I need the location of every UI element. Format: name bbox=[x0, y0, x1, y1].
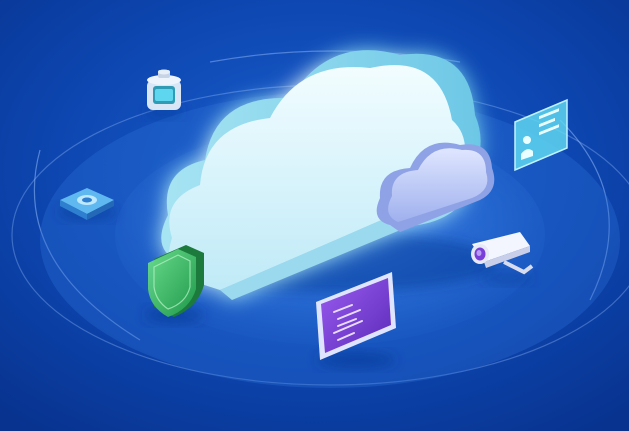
shield-icon bbox=[144, 245, 204, 323]
router-icon bbox=[57, 188, 117, 220]
code-monitor-icon bbox=[316, 272, 396, 368]
small-cloud-icon bbox=[376, 142, 495, 232]
id-card-icon bbox=[514, 98, 568, 172]
database-icon bbox=[144, 69, 184, 118]
security-camera-icon bbox=[471, 232, 534, 284]
